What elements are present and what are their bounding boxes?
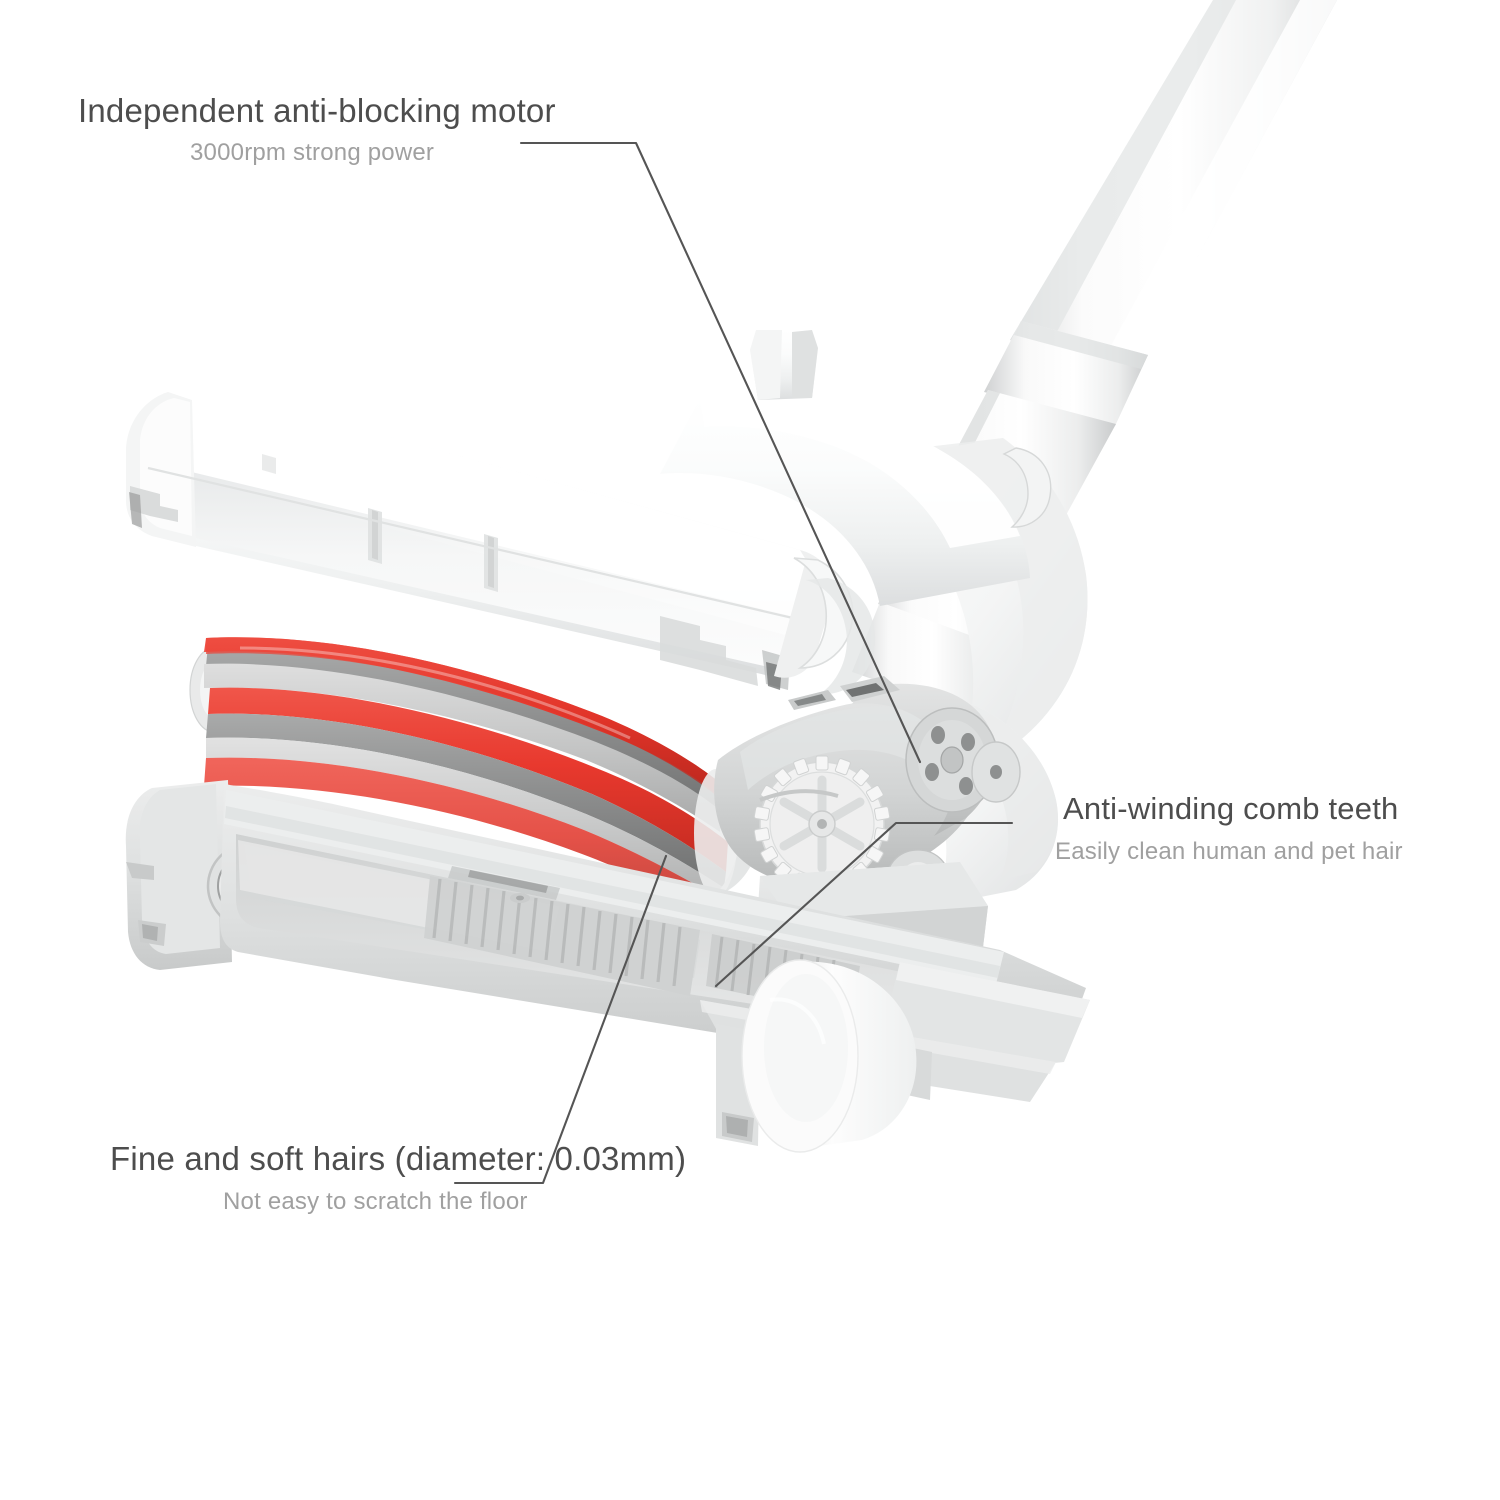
leader-line-hairs [453, 854, 668, 1185]
callout-motor-subtitle: 3000rpm strong power [190, 139, 435, 166]
roller-wheel [741, 959, 917, 1153]
callout-hairs: Fine and soft hairs (diameter: 0.03mm) N… [110, 1140, 686, 1219]
callout-motor-title: Independent anti-blocking motor [78, 92, 556, 129]
callout-motor: Independent anti-blocking motor 3000rpm … [78, 92, 556, 170]
callout-hairs-subtitle: Not easy to scratch the floor [223, 1188, 528, 1215]
callout-comb-title: Anti-winding comb teeth [1063, 791, 1399, 826]
leader-line-motor [519, 141, 922, 764]
callout-comb: Anti-winding comb teeth Easily clean hum… [1055, 791, 1403, 869]
leader-lines [453, 141, 1014, 1185]
callout-hairs-title: Fine and soft hairs (diameter: 0.03mm) [110, 1140, 687, 1177]
leader-line-comb [714, 821, 1014, 988]
brush-roll [189, 637, 760, 916]
drive-gear [753, 755, 891, 893]
callout-comb-subtitle: Easily clean human and pet hair [1055, 838, 1403, 865]
upper-cover [126, 384, 876, 695]
wand-tube [852, 0, 1337, 714]
